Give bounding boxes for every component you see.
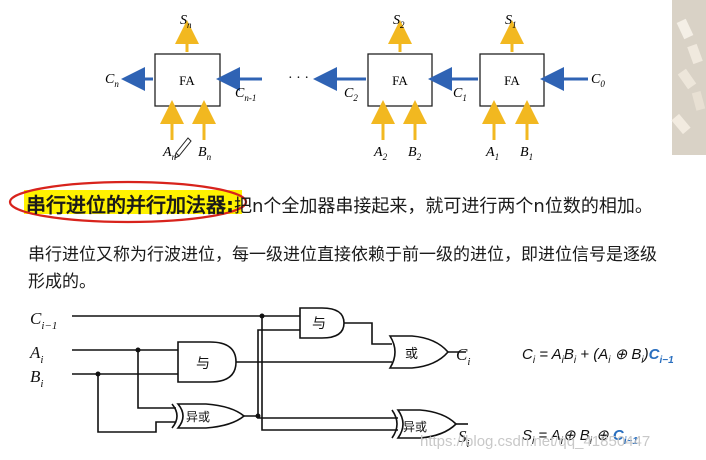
- sum-label-1: S1: [505, 13, 517, 30]
- watermark: https://blog.csdn.net/qq_41850447: [420, 433, 650, 450]
- input-b: Bi: [30, 367, 43, 390]
- logic-circuit: Ci−1 Ai Bi 与 异或 与 或: [29, 307, 470, 450]
- fa-block-2: FA S2 A2 B2 C2: [344, 13, 433, 162]
- and-gate-mid-label: 与: [196, 356, 210, 372]
- a-label-n: An: [162, 145, 177, 162]
- a-label-1: A1: [485, 145, 499, 162]
- a-label-2: A2: [373, 145, 388, 162]
- input-a: Ai: [29, 343, 43, 366]
- or-gate-label: 或: [405, 347, 418, 362]
- sum-label-2: S2: [393, 13, 405, 30]
- heading-definition: 把n个全加器串接起来，就可进行两个n位数的相加。: [234, 196, 653, 217]
- fa-label: FA: [179, 73, 195, 88]
- input-c-prev: Ci−1: [30, 309, 57, 332]
- output-s: Si: [458, 427, 470, 450]
- heading-highlight: [8, 180, 248, 224]
- fa-label: FA: [504, 73, 520, 88]
- description-paragraph: 串行进位又称为行波进位，每一级进位直接依赖于前一级的进位，即进位信号是逐级形成的…: [28, 245, 657, 292]
- carry-out-2: C2: [344, 86, 358, 103]
- heading-term: 串行进位的并行加法器: [26, 193, 226, 217]
- sum-label-n: Sn: [180, 13, 192, 30]
- carry-equation: Ci = AiBi + (Ai ⊕ Bi)Ci−1: [522, 346, 674, 366]
- carry-in-0: C0: [591, 72, 605, 89]
- fa-block-1: FA S1 A1 B1 C0: [479, 13, 605, 162]
- carry-in-n: Cn-1: [235, 86, 256, 103]
- carry-out-1: C1: [453, 86, 467, 103]
- heading-line: 串行进位的并行加法器:把n个全加器串接起来，就可进行两个n位数的相加。: [26, 189, 653, 218]
- equations: Ci = AiBi + (Ai ⊕ Bi)Ci−1 Si = Ai⊕ Bi ⊕ …: [522, 346, 674, 447]
- sum-equation: Si = Ai⊕ Bi ⊕ Ci−1: [522, 427, 638, 447]
- xor-low-label: 异或: [186, 410, 210, 424]
- ripple-adder-diagram: FA Sn An Bn Cn Cn-1 · · · FA S2 A2: [105, 13, 605, 162]
- side-photo: [671, 0, 706, 155]
- and-gate-top-label: 与: [312, 316, 326, 332]
- output-c: Ci: [456, 345, 470, 368]
- fa-block-n: FA Sn An Bn Cn Cn-1: [105, 13, 262, 162]
- b-label-2: B2: [408, 145, 422, 162]
- heading-colon: :: [226, 193, 234, 217]
- carry-out-n: Cn: [105, 72, 119, 89]
- b-label-1: B1: [520, 145, 533, 162]
- pen-cursor-icon: [174, 137, 192, 159]
- b-label-n: Bn: [198, 145, 212, 162]
- fa-label: FA: [392, 73, 408, 88]
- ellipsis: · · ·: [288, 71, 309, 86]
- xor-out-label: 异或: [403, 420, 427, 434]
